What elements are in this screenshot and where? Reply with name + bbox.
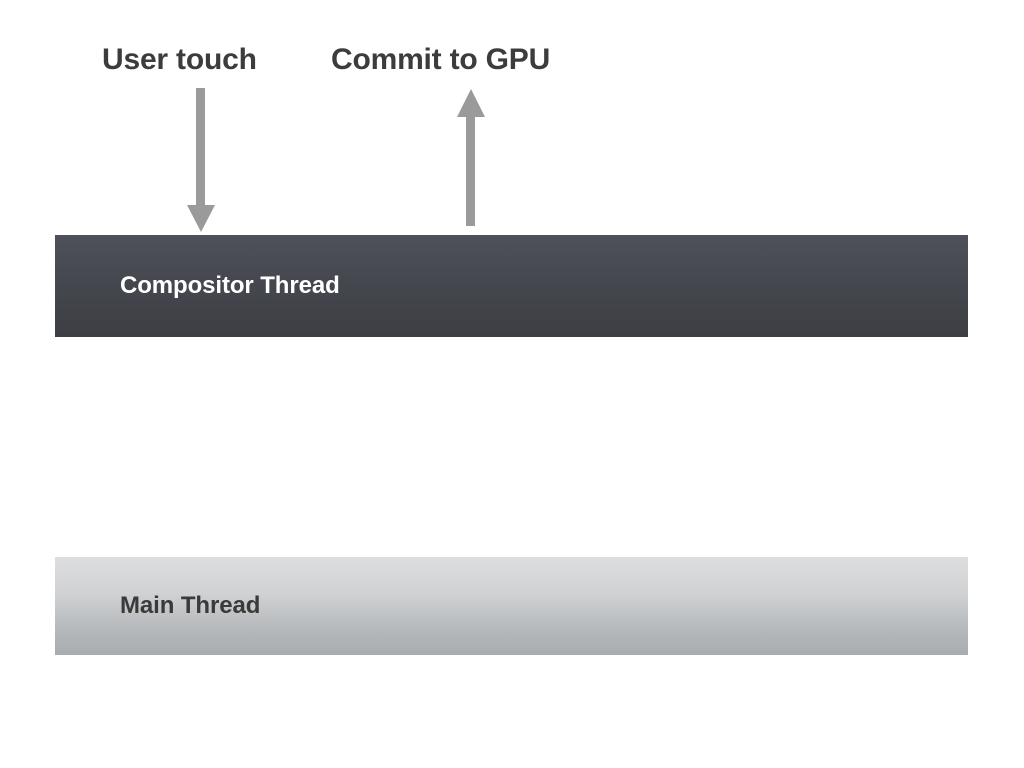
annotation-label-user-touch: User touch <box>102 43 257 76</box>
arrow-up-icon <box>457 89 485 226</box>
lane-main-thread: Main Thread <box>55 557 968 655</box>
annotation-label-commit-to-gpu: Commit to GPU <box>331 43 551 76</box>
lane-compositor-thread: Compositor Thread <box>55 235 968 337</box>
arrow-down-icon <box>187 88 215 232</box>
lane-label-compositor-thread: Compositor Thread <box>120 272 340 299</box>
lane-label-main-thread: Main Thread <box>120 592 261 619</box>
